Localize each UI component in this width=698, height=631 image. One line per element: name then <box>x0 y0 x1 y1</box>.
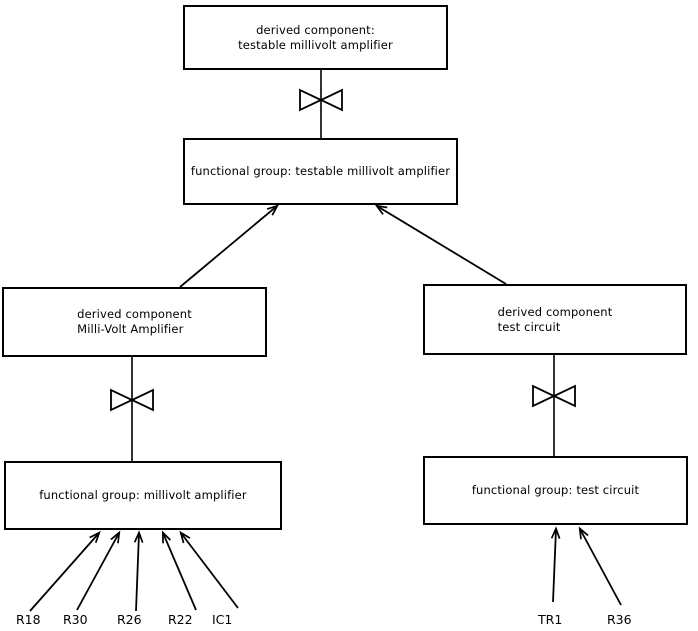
bowtie-right-left-triangle <box>532 384 557 408</box>
bowtie-top-left-triangle <box>299 88 324 112</box>
leaf-label-r36: R36 <box>607 612 632 627</box>
arrow-r18-to-fgmva <box>29 530 101 612</box>
node-label-line1: derived component: <box>256 22 375 37</box>
bowtie-left-right-triangle <box>129 388 154 412</box>
bowtie-left-left-triangle <box>110 388 135 412</box>
node-fg-millivolt-amplifier[interactable]: functional group: millivolt amplifier <box>4 461 282 530</box>
bowtie-right-right-triangle <box>551 384 576 408</box>
arrow-tc-to-testable <box>374 204 507 285</box>
bowtie-top-right-triangle <box>318 88 343 112</box>
arrow-r30-to-fgmva <box>76 530 121 611</box>
connector-group <box>29 70 622 612</box>
bowtie-left <box>110 357 154 461</box>
bowtie-right <box>532 355 576 456</box>
arrow-ic1-to-fgmva <box>179 530 239 609</box>
node-label-line2: Milli-Volt Amplifier <box>77 322 184 336</box>
arrow-mva-to-testable <box>179 204 280 288</box>
leaf-label-r22: R22 <box>168 612 193 627</box>
arrow-r26-to-fgmva <box>133 530 144 612</box>
node-label-line1: functional group: test circuit <box>471 483 640 497</box>
node-label: functional group: test circuit <box>472 483 639 498</box>
node-fg-test-circuit[interactable]: functional group: test circuit <box>423 456 688 525</box>
node-label: functional group: millivolt amplifier <box>39 488 247 503</box>
arrow-tr1-to-fgtc <box>550 526 561 603</box>
arrow-r22-to-fgmva <box>161 530 197 611</box>
node-label: functional group: testable millivolt amp… <box>191 164 450 179</box>
leaf-label-ic1: IC1 <box>212 612 233 627</box>
node-fg-testable-millivolt-amplifier[interactable]: functional group: testable millivolt amp… <box>183 138 458 205</box>
leaf-label-r26: R26 <box>117 612 142 627</box>
node-label-line1: functional group: millivolt amplifier <box>39 488 247 502</box>
node-label: derived component:testable millivolt amp… <box>238 23 393 53</box>
leaf-label-r30: R30 <box>63 612 88 627</box>
node-label-line2: test circuit <box>497 319 561 334</box>
bowtie-top <box>299 70 343 138</box>
node-label-line2: testable millivolt amplifier <box>238 37 393 52</box>
node-label-line1: functional group: testable millivolt amp… <box>190 164 451 178</box>
node-label-line1: derived component <box>77 307 192 321</box>
leaf-label-r18: R18 <box>16 612 41 627</box>
node-label-line1: derived component <box>497 304 613 319</box>
arrow-r36-to-fgtc <box>578 526 622 606</box>
node-derived-testable-millivolt-amplifier[interactable]: derived component:testable millivolt amp… <box>183 5 448 70</box>
leaf-label-tr1: TR1 <box>538 612 563 627</box>
